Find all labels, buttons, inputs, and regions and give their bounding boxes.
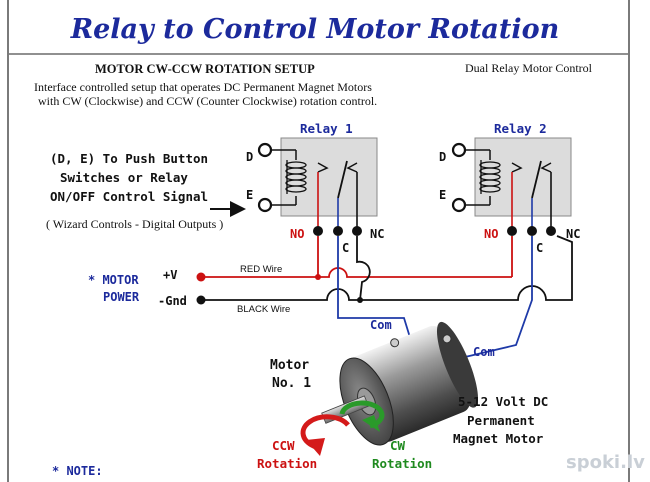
push-button-label-1: (D, E) To Push Button: [50, 151, 209, 166]
push-button-label-3: ON/OFF Control Signal: [50, 189, 209, 204]
relay-2-terminal-e: [451, 197, 467, 213]
relay-2-pin-c: [527, 226, 537, 236]
relay-2: [451, 137, 572, 236]
motor-label-2: No. 1: [272, 376, 312, 391]
relay-1-terminal-d: [257, 142, 273, 158]
relay-1-armature: [337, 160, 348, 199]
motor-spec-1: 5-12 Volt DC: [458, 394, 549, 409]
relay-2-pin-nc: [546, 226, 556, 236]
relay-1-nc-label: NC: [370, 227, 385, 241]
side-title: Dual Relay Motor Control: [465, 61, 592, 75]
relay-2-e-label: E: [439, 188, 447, 202]
watermark: spoki.lv: [566, 452, 645, 473]
motor-spec-3: Magnet Motor: [453, 431, 544, 446]
relay-1-label: Relay 1: [300, 121, 353, 136]
ccw-rotation-arrow: [300, 414, 350, 456]
plus-v-label: +V: [163, 268, 178, 282]
push-button-label-2: Switches or Relay: [60, 170, 188, 185]
red-wire-label: RED Wire: [240, 264, 283, 275]
relay-2-nc-label: NC: [566, 227, 581, 241]
relay-2-no-label: NO: [484, 227, 499, 241]
gnd-label: -Gnd: [158, 294, 187, 308]
relay-2-d-label: D: [439, 150, 447, 164]
cw-rotation-arrow: [339, 400, 385, 432]
relay-1-e-label: E: [246, 188, 254, 202]
relay-1-coil: [285, 160, 307, 194]
black-wire-label: BLACK Wire: [237, 304, 291, 315]
relay-1-pin-nc: [352, 226, 362, 236]
description-line-1: Interface controlled setup that operates…: [34, 80, 372, 94]
note-label: * NOTE:: [52, 464, 103, 478]
motor-power-label-2: POWER: [103, 290, 140, 304]
black-ground-wire: [196, 235, 573, 305]
motor-label-1: Motor: [270, 358, 310, 373]
relay-1-no-label: NO: [290, 227, 305, 241]
relay-1-housing: [280, 137, 378, 217]
com-label-right: Com: [473, 345, 495, 359]
motor-power-label-1: * MOTOR: [88, 273, 139, 287]
setup-subtitle: MOTOR CW-CCW ROTATION SETUP: [95, 62, 315, 76]
relay-2-terminal-d: [451, 142, 467, 158]
relay-1-c-label: C: [342, 241, 350, 255]
relay-1-d-label: D: [246, 150, 254, 164]
description-line-2: with CW (Clockwise) and CCW (Counter Clo…: [38, 94, 378, 108]
relay-1-pin-c: [333, 226, 343, 236]
ccw-label-1: CCW: [272, 438, 295, 453]
ccw-label-2: Rotation: [257, 456, 318, 471]
page-title: Relay to Control Motor Rotation: [70, 14, 560, 45]
relay-2-armature: [531, 160, 542, 199]
com-label-left: Com: [370, 318, 392, 332]
relay-2-coil: [479, 160, 501, 194]
wizard-note: ( Wizard Controls - Digital Outputs ): [46, 217, 224, 231]
cw-label-2: Rotation: [372, 456, 433, 471]
relay-2-c-label: C: [536, 241, 544, 255]
relay-1-terminal-e: [257, 197, 273, 213]
red-power-wire: [196, 236, 513, 282]
relay-1: [257, 137, 378, 236]
relay-2-pin-no: [507, 226, 517, 236]
relay-1-pin-no: [313, 226, 323, 236]
cw-label-1: CW: [390, 438, 406, 453]
motor-spec-2: Permanent: [467, 413, 535, 428]
relay-2-label: Relay 2: [494, 121, 547, 136]
blue-com-wires: [337, 236, 533, 358]
relay-2-housing: [474, 137, 572, 217]
